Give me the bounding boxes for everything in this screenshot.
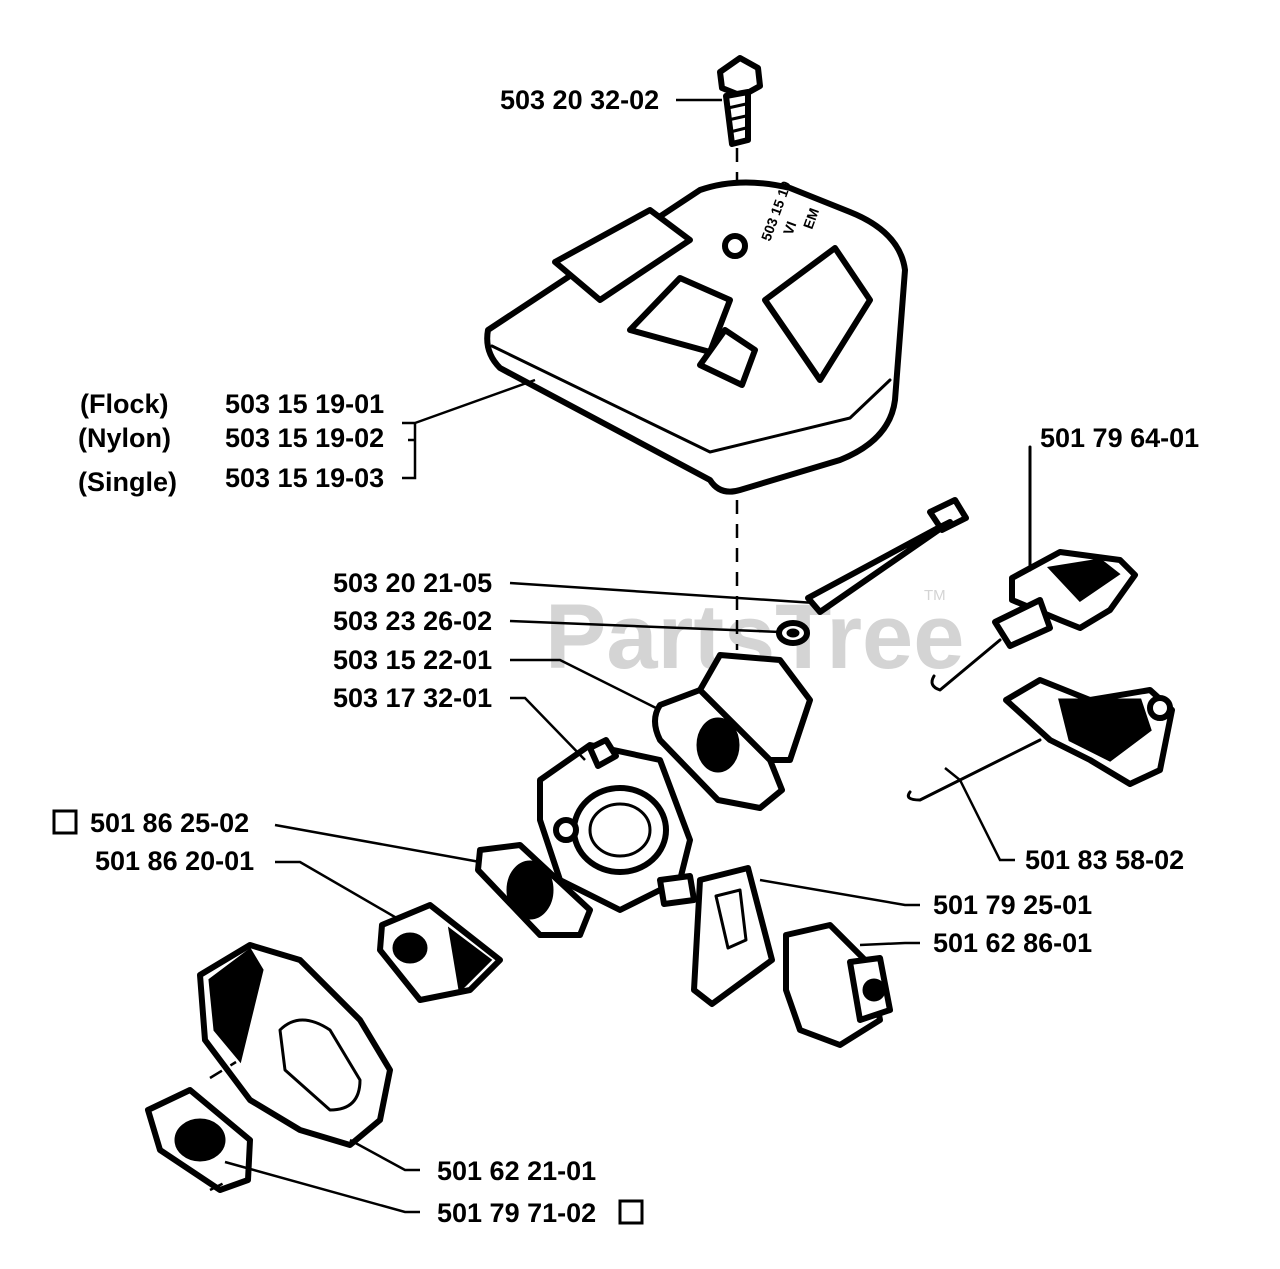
gasket-middle[interactable] [475, 842, 593, 938]
callout-gasket-kit: 501 86 25-02 [90, 808, 249, 838]
cover-imprint-2: VI [780, 219, 800, 237]
cover-imprint-3: EM [800, 206, 822, 231]
gasket-kit-box-icon [52, 809, 78, 835]
leader-washer [509, 619, 781, 634]
callout-washer: 503 23 26-02 [333, 606, 492, 636]
callout-bolt-top: 503 20 32-02 [500, 85, 659, 115]
label-nylon: (Nylon) [78, 423, 171, 453]
intake-housing[interactable] [197, 942, 393, 1148]
adapter[interactable] [652, 652, 813, 811]
callout-carburetor: 503 17 32-01 [333, 683, 492, 713]
leader-intake-housing [349, 1138, 420, 1172]
gasket-bottom[interactable] [145, 1087, 253, 1193]
callout-switch: 501 62 86-01 [933, 928, 1092, 958]
callout-intake-housing: 501 62 21-01 [437, 1156, 596, 1186]
leader-cover [402, 378, 536, 480]
callout-choke-rod: 501 83 58-02 [1025, 845, 1184, 875]
callout-throttle-link: 501 79 64-01 [1040, 423, 1199, 453]
leader-spacer [275, 860, 401, 922]
leader-carburetor [510, 696, 586, 761]
switch[interactable] [783, 922, 893, 1048]
leader-adapter [510, 658, 661, 712]
callout-nylon: 503 15 19-02 [225, 423, 384, 453]
callout-gasket-bottom: 501 79 71-02 [437, 1198, 596, 1228]
spacer[interactable] [377, 902, 503, 1003]
leader-plate [759, 878, 920, 907]
callout-screw-long: 503 20 21-05 [333, 568, 492, 598]
air-filter-cover[interactable]: 503 15 19 VI EM [484, 179, 908, 495]
leader-switch [859, 941, 920, 947]
label-single: (Single) [78, 467, 177, 497]
bolt-top[interactable] [717, 55, 763, 147]
gasket-bottom-box-icon [618, 1199, 644, 1225]
callout-adapter: 503 15 22-01 [333, 645, 492, 675]
plate[interactable] [691, 865, 775, 1007]
throttle-link[interactable] [930, 549, 1138, 692]
callout-single: 503 15 19-03 [225, 463, 384, 493]
leader-choke-rod [944, 767, 1015, 862]
carburetor[interactable] [537, 737, 697, 913]
label-flock: (Flock) [80, 389, 169, 419]
watermark-tm: TM [924, 587, 946, 604]
leader-long-screw [509, 581, 816, 605]
long-screw[interactable] [805, 497, 969, 615]
leader-gasket-kit [274, 823, 481, 864]
callout-flock: 503 15 19-01 [225, 389, 384, 419]
callout-plate: 501 79 25-01 [933, 890, 1092, 920]
callout-spacer: 501 86 20-01 [95, 846, 254, 876]
leader-gasket-bottom [224, 1160, 420, 1214]
choke-mechanism[interactable] [906, 677, 1175, 802]
